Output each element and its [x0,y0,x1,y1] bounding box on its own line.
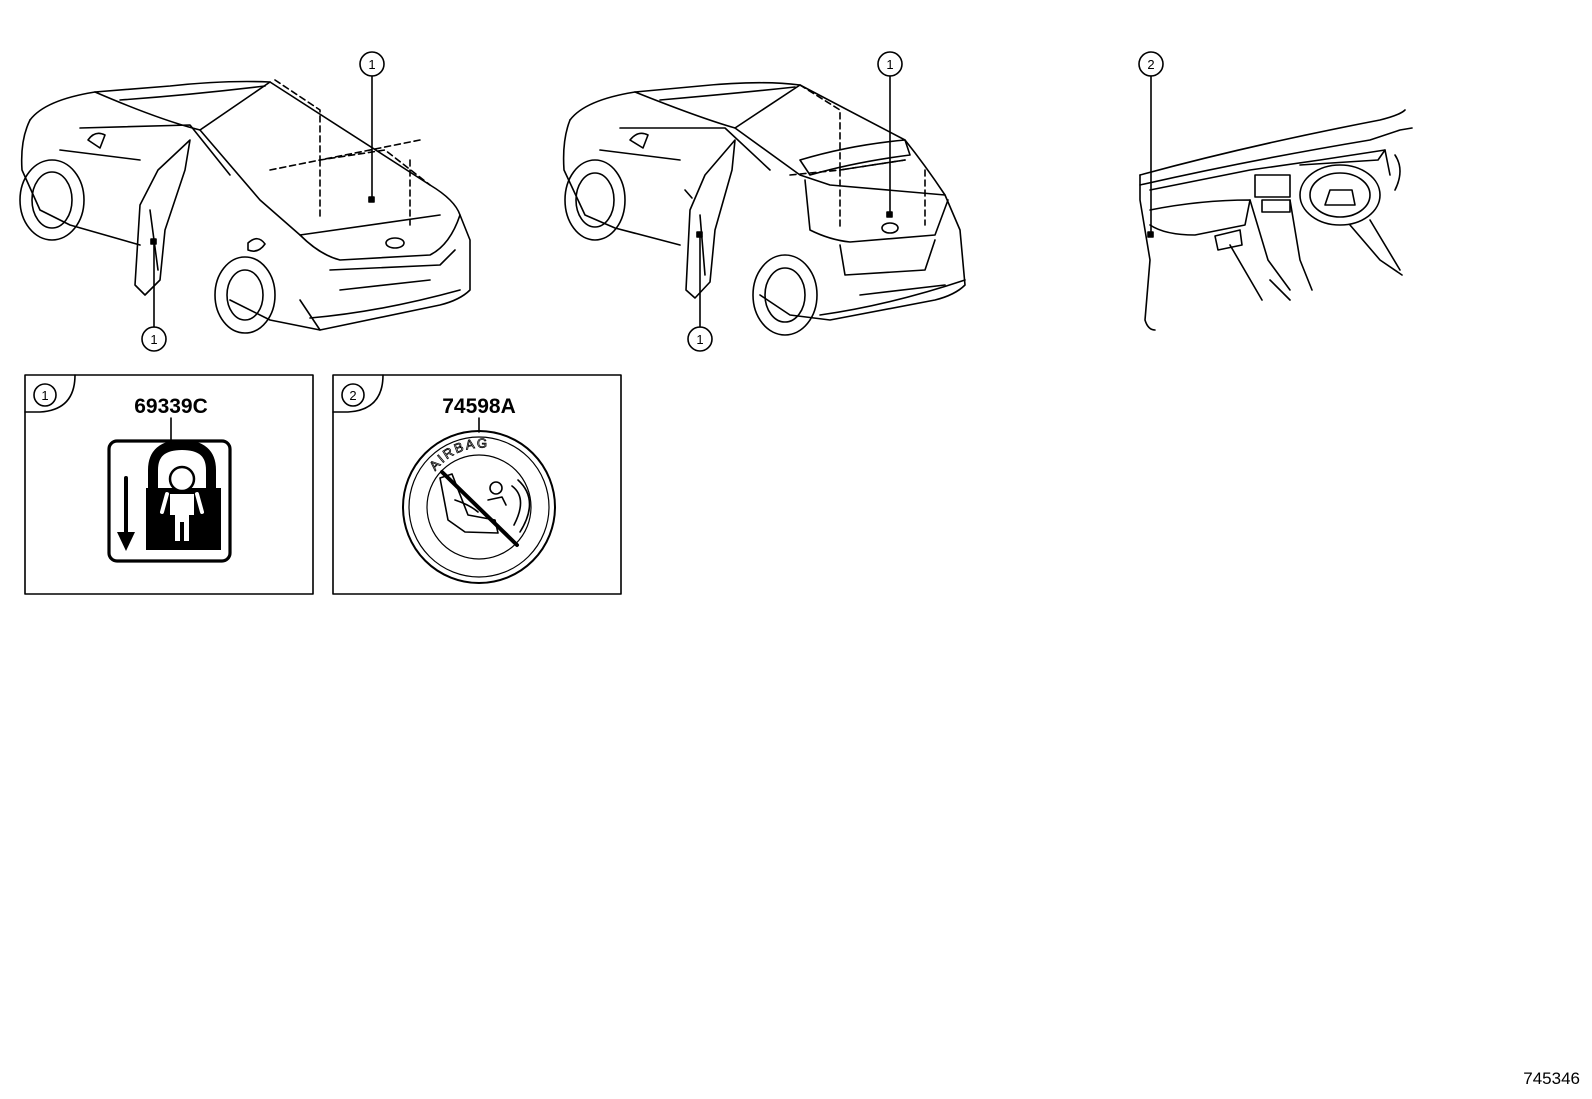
child-lock-icon [107,439,232,563]
part-number-74598a: 74598A [442,395,516,418]
callout-circle [141,326,167,352]
hatchback-illustration [562,75,966,336]
callout-circle [687,326,713,352]
panel-2-index: 2 [349,388,356,403]
airbag-textpath: AIRBAG [426,435,488,473]
airbag-label-text: AIRBAG [426,436,489,474]
callout-hatch-door: 1 [696,332,703,347]
callout-hatch-roof: 1 [886,57,893,72]
part-number-69339c: 69339C [134,395,208,418]
no-child-seat-airbag-icon [402,430,556,584]
label-panel-2 [332,374,622,595]
callout-dashboard: 2 [1147,57,1154,72]
sedan-illustration [19,75,471,334]
label-panel-1 [24,374,314,595]
callout-circle [359,51,385,77]
callout-sedan-roof: 1 [368,57,375,72]
dashboard-illustration [1139,75,1413,331]
figure-number: 745346 [1523,1069,1580,1088]
panel-1-index: 1 [41,388,48,403]
callout-circle [1138,51,1164,77]
callout-circle [877,51,903,77]
callout-sedan-door: 1 [150,332,157,347]
